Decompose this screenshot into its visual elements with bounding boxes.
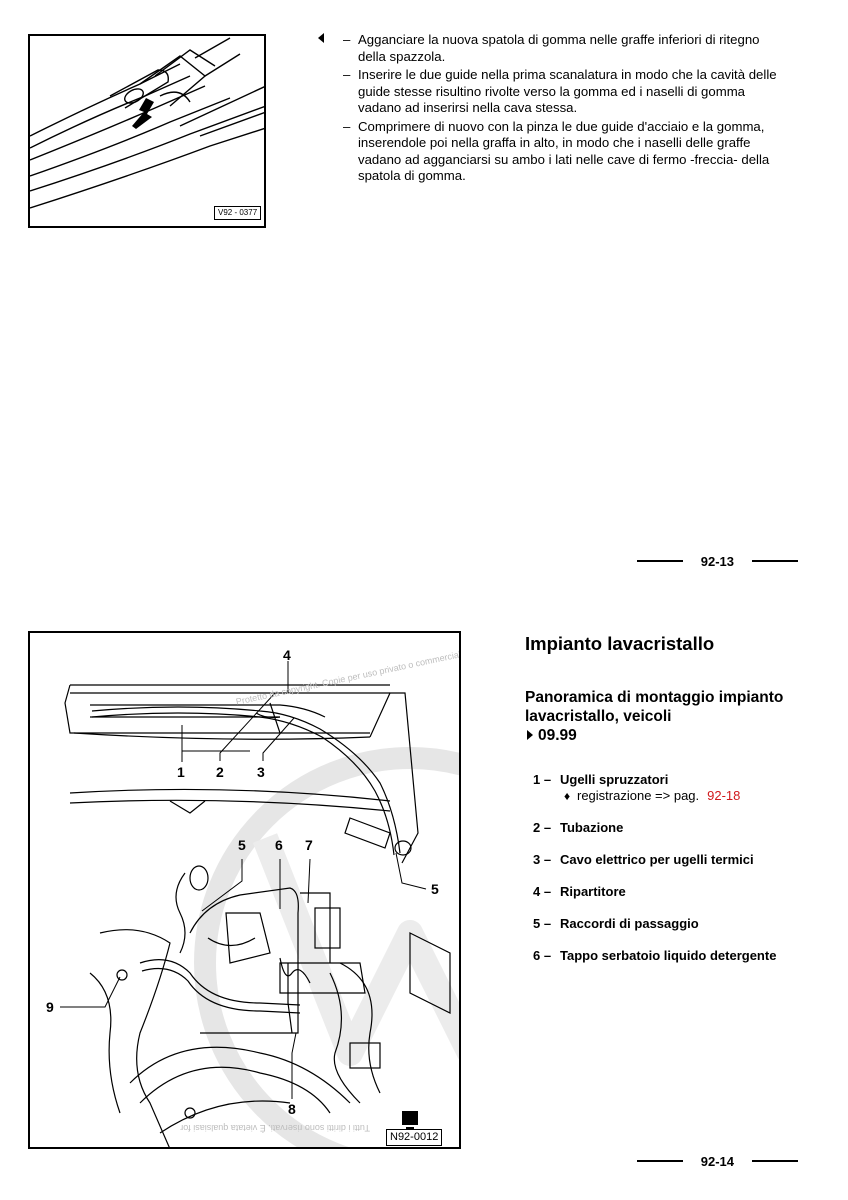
legend-number: 1 – xyxy=(533,772,552,787)
legend-item: 5 – Raccordi di passaggio xyxy=(533,916,803,932)
sub-title-model: 09.99 xyxy=(538,727,577,744)
legend-item: 6 – Tappo serbatoio liquido detergente xyxy=(533,948,803,964)
callout-number: 5 xyxy=(238,837,246,853)
legend-item: 4 – Ripartitore xyxy=(533,884,803,900)
page-number: 92-13 xyxy=(700,553,734,569)
legend-item: 1 – Ugelli spruzzatori ♦ registrazione =>… xyxy=(533,772,803,804)
legend-number-value: 5 xyxy=(533,916,541,931)
sub-title: Panoramica di montaggio impianto lavacri… xyxy=(525,688,795,745)
callout-number: 8 xyxy=(288,1101,296,1117)
diamond-bullet-icon: ♦ xyxy=(564,789,571,803)
footer-rule xyxy=(752,1160,798,1162)
legend-number: 3 – xyxy=(533,852,552,867)
legend-number-value: 6 xyxy=(533,948,541,963)
instruction-step: Comprimere di nuovo con la pinza le due … xyxy=(343,119,783,185)
legend-subnote-text: registrazione => pag. xyxy=(577,788,700,803)
legend-number-value: 1 xyxy=(533,772,541,787)
figure-code: V92 - 0377 xyxy=(214,206,262,220)
legend-text: Tubazione xyxy=(560,820,624,835)
instruction-step: Agganciare la nuova spatola di gomma nel… xyxy=(343,32,783,65)
figure-code: N92-0012 xyxy=(386,1129,443,1146)
copyright-watermark: Tutti i diritti sono riservati. È vietat… xyxy=(180,1123,370,1133)
page-number: 92-14 xyxy=(700,1153,734,1169)
legend-text: Ripartitore xyxy=(560,884,626,899)
footer-rule xyxy=(636,560,683,562)
wiper-blade-illustration: V92 - 0377 xyxy=(28,34,266,228)
callout-number: 6 xyxy=(275,837,283,853)
callout-number: 2 xyxy=(216,764,224,780)
instruction-steps: Agganciare la nuova spatola di gomma nel… xyxy=(343,32,783,187)
page-footer: 92-13 xyxy=(636,551,798,571)
parts-legend: 1 – Ugelli spruzzatori ♦ registrazione =>… xyxy=(533,772,803,980)
page-reference-link[interactable]: 92-18 xyxy=(707,788,741,803)
legend-text: Cavo elettrico per ugelli termici xyxy=(560,852,754,867)
legend-item: 2 – Tubazione xyxy=(533,820,803,836)
legend-number-value: 4 xyxy=(533,884,541,899)
callout-number: 1 xyxy=(177,764,185,780)
footer-rule xyxy=(636,1160,683,1162)
callout-number: 7 xyxy=(305,837,313,853)
legend-number: 2 – xyxy=(533,820,552,835)
page-footer: 92-14 xyxy=(636,1151,798,1171)
legend-subnote: ♦ registrazione => pag. 92-18 xyxy=(563,788,803,804)
legend-item: 3 – Cavo elettrico per ugelli termici xyxy=(533,852,803,868)
legend-text: Raccordi di passaggio xyxy=(560,916,699,931)
legend-number: 6 – xyxy=(533,948,552,963)
callout-number: 5 xyxy=(431,881,439,897)
section-title: Impianto lavacristallo xyxy=(525,633,715,654)
model-year-arrow-icon xyxy=(527,730,533,741)
legend-number-value: 3 xyxy=(533,852,541,867)
sub-title-text: Panoramica di montaggio impianto lavacri… xyxy=(525,689,784,725)
legend-text: Tappo serbatoio liquido detergente xyxy=(560,948,777,963)
instruction-step: Inserire le due guide nella prima scanal… xyxy=(343,67,783,117)
legend-number: 5 – xyxy=(533,916,552,931)
callout-number: 9 xyxy=(46,999,54,1015)
wiper-blade-drawing xyxy=(30,37,264,209)
callout-number: 3 xyxy=(257,764,265,780)
legend-text: Ugelli spruzzatori xyxy=(560,772,669,787)
left-arrow-marker-icon xyxy=(318,33,324,43)
legend-number-value: 2 xyxy=(533,820,541,835)
callout-number: 4 xyxy=(283,647,291,663)
washer-system-illustration: 1 2 3 4 5 5 6 7 8 9 Protetto da copyrigh… xyxy=(28,631,461,1149)
legend-number: 4 – xyxy=(533,884,552,899)
washer-system-drawing xyxy=(60,661,459,1147)
footer-rule xyxy=(752,560,798,562)
